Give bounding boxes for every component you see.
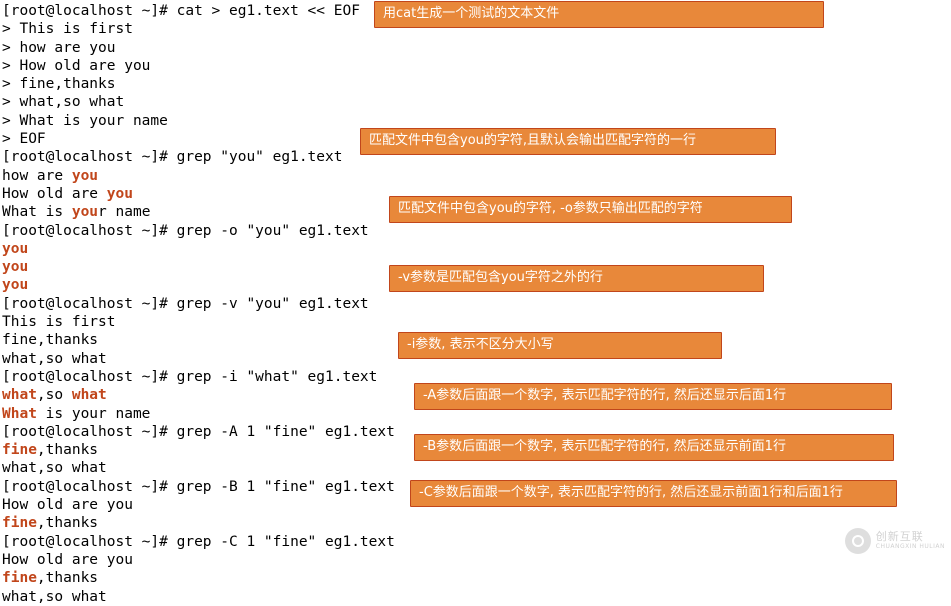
shell-prompt: [root@localhost ~]# — [2, 149, 177, 166]
match-highlight: fine — [2, 570, 37, 587]
shell-prompt: [root@localhost ~]# — [2, 3, 177, 19]
annotation-callout: -v参数是匹配包含you字符之外的行 — [389, 265, 764, 292]
terminal-output-line: > what,so what — [2, 94, 125, 111]
match-highlight: fine — [2, 442, 37, 459]
match-highlight: you — [2, 277, 29, 294]
annotation-callout: -A参数后面跟一个数字, 表示匹配字符的行, 然后还显示后面1行 — [414, 383, 892, 410]
annotation-callout: 用cat生成一个测试的文本文件 — [374, 1, 824, 28]
terminal-command-line: [root@localhost ~]# grep -B 1 "fine" eg1… — [2, 478, 951, 496]
annotation-callout: -i参数, 表示不区分大小写 — [398, 332, 722, 359]
annotation-callout: -C参数后面跟一个数字, 表示匹配字符的行, 然后还显示前面1行和后面1行 — [410, 480, 897, 507]
terminal-output-line-match: how are you — [2, 167, 951, 185]
watermark-logo-icon — [844, 528, 871, 554]
shell-command: grep -v "you" eg1.text — [176, 295, 369, 312]
terminal-output-line-match: fine,thanks — [2, 441, 951, 459]
shell-prompt: [root@localhost ~]# — [2, 222, 177, 239]
terminal-output-line-match: How old are you — [2, 185, 951, 203]
output-text: ,so — [36, 387, 72, 404]
shell-prompt: [root@localhost ~]# — [2, 368, 177, 385]
shell-command: grep -A 1 "fine" eg1.text — [176, 423, 395, 440]
terminal-command-line: [root@localhost ~]# grep "you" eg1.text — [2, 148, 951, 166]
terminal-output-line: > What is your name — [2, 112, 168, 129]
terminal-output-line: > fine,thanks — [2, 76, 116, 93]
output-text: how are — [2, 167, 72, 184]
annotation-callout: 匹配文件中包含you的字符,且默认会输出匹配字符的一行 — [360, 128, 776, 155]
terminal-output-line: what,so what — [2, 588, 107, 605]
terminal-output-line: This is first — [2, 314, 116, 331]
shell-command: grep -C 1 "fine" eg1.text — [176, 533, 395, 550]
terminal-output-line-match: you — [2, 240, 951, 258]
terminal-output-line-match: you — [2, 276, 951, 294]
shell-command: grep -o "you" eg1.text — [176, 222, 369, 239]
terminal-output-line-match: What is your name — [2, 405, 951, 423]
match-highlight: you — [2, 240, 29, 257]
terminal-output-line: > This is first — [2, 21, 133, 38]
terminal-output-line: How old are you — [2, 551, 133, 568]
output-text: is your name — [36, 405, 151, 422]
watermark-text: 创新互联 CHUANGXIN HULIAN — [876, 531, 945, 551]
match-highlight: you — [106, 185, 133, 202]
terminal-output-line: > how are you — [2, 39, 116, 56]
match-highlight: what — [2, 387, 37, 404]
terminal-output-line: what,so what — [2, 350, 107, 367]
terminal-command-line: [root@localhost ~]# grep -o "you" eg1.te… — [2, 222, 951, 240]
terminal-command-line: [root@localhost ~]# grep -v "you" eg1.te… — [2, 295, 951, 313]
terminal-output-line-match: What is your name — [2, 203, 951, 221]
terminal-command-line: [root@localhost ~]# grep -C 1 "fine" eg1… — [2, 533, 951, 551]
terminal-output-line: How old are you — [2, 497, 133, 514]
match-highlight: you — [71, 167, 99, 184]
match-highlight: What — [2, 405, 37, 422]
annotation-callout: 匹配文件中包含you的字符, -o参数只输出匹配的字符 — [389, 196, 792, 223]
terminal-output-line: fine,thanks — [2, 332, 99, 349]
terminal-command-line: [root@localhost ~]# grep -A 1 "fine" eg1… — [2, 423, 951, 441]
output-text: What is — [2, 204, 72, 221]
shell-command: grep -B 1 "fine" eg1.text — [176, 478, 395, 495]
output-text: r name — [98, 204, 151, 221]
terminal-output-line-match: fine,thanks — [2, 569, 951, 587]
match-highlight: you — [2, 259, 29, 276]
terminal-output-line: > How old are you — [2, 57, 151, 74]
shell-prompt: [root@localhost ~]# — [2, 295, 177, 312]
output-text: ,thanks — [36, 570, 99, 587]
terminal-command-line: [root@localhost ~]# cat > eg1.text << EO… — [2, 2, 951, 20]
match-highlight: you — [71, 204, 99, 221]
terminal-output-line-match: you — [2, 258, 951, 276]
terminal-output-line: what,so what — [2, 460, 107, 477]
output-text: ,thanks — [36, 442, 99, 459]
terminal-output-line-match: what,so what — [2, 386, 951, 404]
shell-command: grep "you" eg1.text — [176, 149, 343, 166]
shell-prompt: [root@localhost ~]# — [2, 423, 177, 440]
match-highlight: what — [71, 387, 107, 404]
shell-prompt: [root@localhost ~]# — [2, 533, 177, 550]
terminal-output-line: > EOF — [2, 131, 46, 148]
shell-command: cat > eg1.text << EOF — [176, 3, 360, 19]
watermark: 创新互联 CHUANGXIN HULIAN — [844, 528, 945, 554]
shell-command: grep -i "what" eg1.text — [176, 368, 378, 385]
terminal-command-line: [root@localhost ~]# grep -i "what" eg1.t… — [2, 368, 951, 386]
watermark-cn-label: 创新互联 — [875, 530, 924, 543]
terminal-output-line-match: fine,thanks — [2, 514, 951, 532]
match-highlight: fine — [2, 515, 37, 532]
watermark-en-label: CHUANGXIN HULIAN — [875, 543, 945, 550]
output-text: How old are — [2, 185, 107, 202]
output-text: ,thanks — [36, 515, 99, 532]
annotation-callout: -B参数后面跟一个数字, 表示匹配字符的行, 然后还显示前面1行 — [414, 434, 894, 461]
shell-prompt: [root@localhost ~]# — [2, 478, 177, 495]
